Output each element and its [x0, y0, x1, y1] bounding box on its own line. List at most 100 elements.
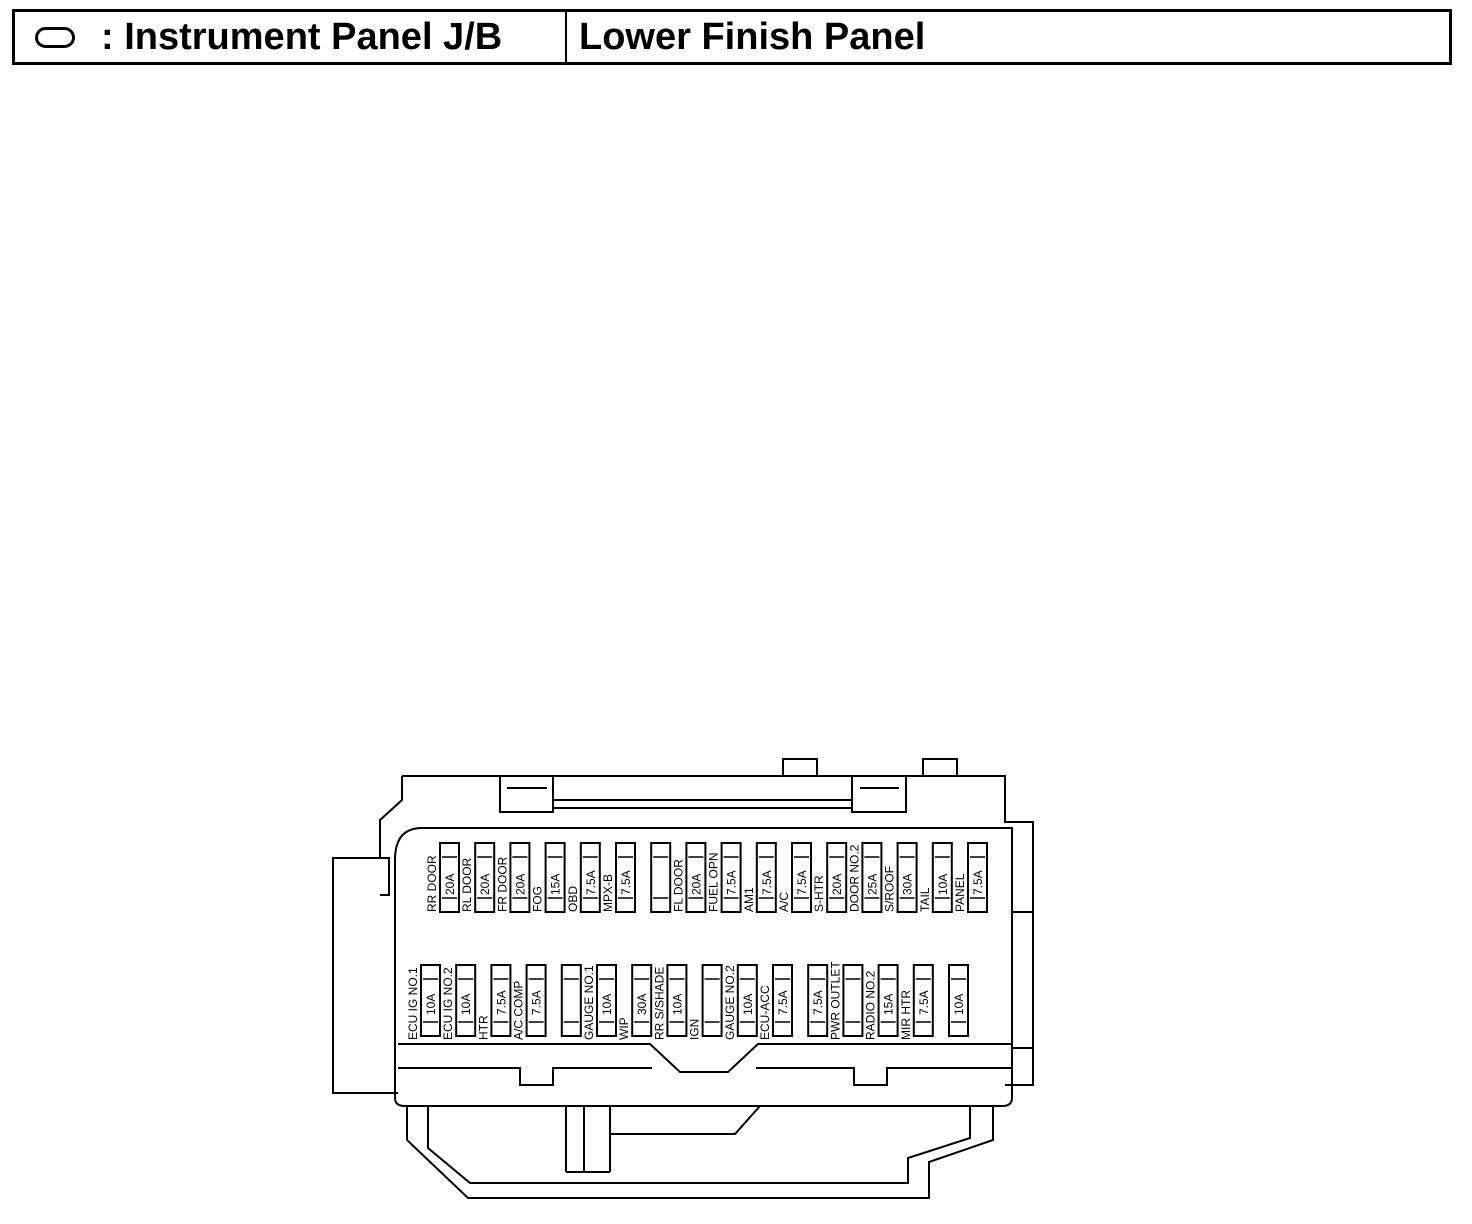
fuse-slot: 15A RADIO NO.2	[864, 964, 899, 1040]
fuse-slot	[650, 842, 672, 913]
fuse-body	[666, 964, 688, 1037]
fuse-name: WIP	[617, 1017, 631, 1040]
fuse-rating: 10A	[741, 994, 755, 1015]
fuse-name: PWR OUTLET	[828, 961, 842, 1040]
fuse-body	[791, 842, 812, 913]
fuse-rating: 15A	[549, 874, 563, 895]
fuse-slot: 7.5A HTR	[476, 964, 512, 1040]
fuse-body	[420, 964, 441, 1037]
fuse-name: RADIO NO.2	[864, 970, 878, 1040]
fuse-rating: 7.5A	[725, 870, 739, 895]
fuse-body	[772, 964, 793, 1037]
fuse-slot: 7.5A	[807, 964, 829, 1037]
fuse-body	[967, 842, 988, 913]
fuse-rating: 20A	[830, 874, 844, 895]
fuse-name: ECU-ACC	[758, 985, 772, 1040]
fuse-slot: 10A GAUGE NO.2	[723, 964, 758, 1040]
fuse-name: OBD	[566, 886, 580, 912]
fuse-body	[439, 842, 460, 913]
fuse-name: HTR	[476, 1015, 490, 1040]
fuse-name: DOOR NO.2	[847, 844, 861, 912]
fuse-rating: 7.5A	[760, 870, 774, 895]
fuse-name: AM1	[742, 887, 756, 912]
fuse-slot	[560, 964, 582, 1037]
fuse-rating: 7.5A	[494, 990, 508, 1015]
fuse-name: IGN	[688, 1019, 702, 1040]
fuse-body	[509, 842, 531, 913]
fuse-body	[544, 842, 566, 913]
fuse-slot: 7.5A AM1	[742, 842, 777, 913]
fuse-rating: 25A	[865, 874, 879, 895]
fuse-slot: 10A ECU IG NO.1	[406, 964, 441, 1040]
fuse-slot: 15A FOG	[531, 842, 566, 913]
fuse-rating: 7.5A	[530, 990, 544, 1015]
fuse-body	[912, 964, 934, 1037]
fuse-rating: 7.5A	[971, 870, 985, 895]
fuse-slot: 25A DOOR NO.2	[847, 842, 883, 913]
fuse-name: ECU IG NO.1	[406, 967, 420, 1040]
fuse-name: S-HTR	[812, 875, 826, 912]
fuse-name: FL DOOR	[671, 859, 685, 912]
fuse-body	[474, 842, 496, 913]
fuse-body	[560, 964, 582, 1037]
fuse-body	[631, 964, 653, 1037]
fuse-rating: 15A	[882, 994, 896, 1015]
fuse-body	[525, 964, 547, 1037]
fuse-body	[931, 842, 953, 913]
fuse-name: PANEL	[953, 873, 967, 912]
fuse-body	[861, 842, 883, 913]
fuse-slot: 7.5A ECU-ACC	[758, 964, 793, 1040]
fuse-name: ECU IG NO.2	[441, 967, 455, 1040]
fuse-slot: 10A ECU IG NO.2	[441, 964, 477, 1040]
fuse-slot: 7.5A MPX-B	[601, 842, 636, 913]
fuse-rating: 10A	[424, 994, 438, 1015]
fuse-rating: 20A	[443, 874, 457, 895]
fuse-body	[720, 842, 742, 913]
fuse-rating: 7.5A	[584, 870, 598, 895]
fuse-name: A/C COMP	[512, 981, 526, 1040]
fuse-rating: 10A	[952, 994, 966, 1015]
junction-block-title: : Instrument Panel J/B	[101, 16, 503, 58]
fuse-body	[896, 842, 918, 913]
header-right-cell: Lower Finish Panel	[567, 12, 1449, 62]
fuse-name: RR S/SHADE	[652, 967, 666, 1040]
fuse-body	[490, 964, 512, 1037]
fuse-rating: 7.5A	[795, 870, 809, 895]
fuse-rating: 10A	[459, 994, 473, 1015]
oval-legend-icon	[35, 26, 75, 48]
fuse-rating: 20A	[513, 874, 527, 895]
fuse-slot: 7.5A A/C	[777, 842, 812, 913]
fuse-slot: 7.5A PANEL	[953, 842, 988, 913]
header-left-cell: : Instrument Panel J/B	[15, 12, 567, 62]
fuse-body	[650, 842, 672, 913]
fuse-box-housing	[332, 758, 1034, 1199]
fuse-rating: 10A	[670, 994, 684, 1015]
fuse-slot: 10A	[948, 964, 969, 1037]
fuse-name: FOG	[531, 886, 545, 912]
fuse-slot: 10A RR S/SHADE	[652, 964, 688, 1040]
fuse-name: GAUGE NO.2	[723, 965, 737, 1040]
fuse-name: MPX-B	[601, 874, 615, 912]
fuse-rating: 7.5A	[811, 990, 825, 1015]
fuse-name: TAIL	[918, 887, 932, 912]
fuse-rating: 10A	[600, 994, 614, 1015]
fuse-body	[701, 964, 723, 1037]
fuse-body	[615, 842, 636, 913]
fuse-name: A/C	[777, 892, 791, 912]
fuse-name: RL DOOR	[460, 857, 474, 912]
fuse-rating: 7.5A	[776, 990, 790, 1015]
fuse-rating: 7.5A	[619, 870, 633, 895]
fuse-body	[842, 964, 864, 1037]
fuse-name: RR DOOR	[425, 855, 439, 912]
fuse-body	[736, 964, 758, 1037]
fuse-rating: 20A	[478, 874, 492, 895]
location-title: Lower Finish Panel	[579, 16, 926, 58]
